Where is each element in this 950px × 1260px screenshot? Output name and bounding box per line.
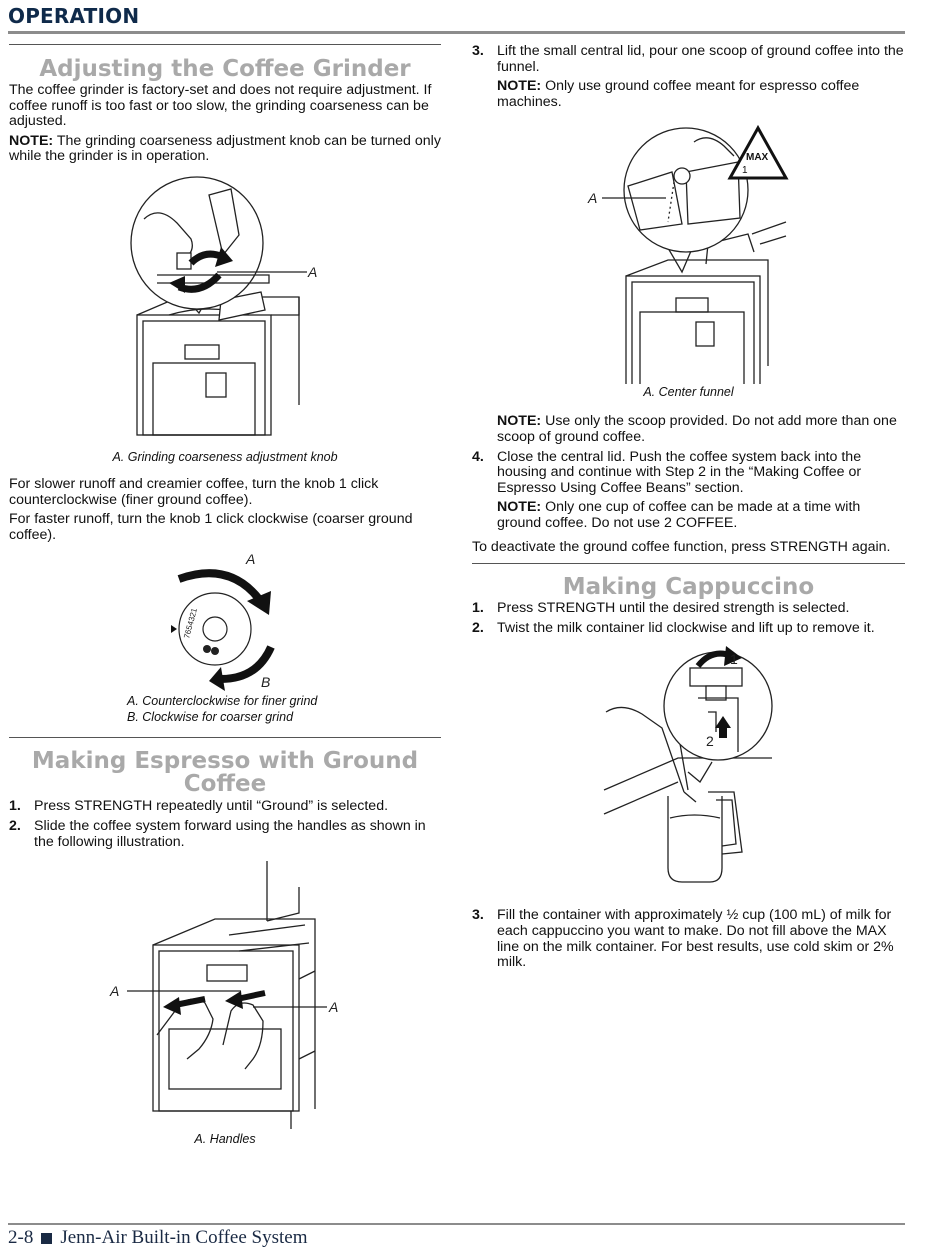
step-number: 3. — [472, 43, 484, 59]
section-divider — [9, 737, 441, 739]
handle-label-right: A — [328, 999, 338, 1015]
espresso-step-2: 2. Slide the coffee system forward using … — [9, 817, 441, 850]
milk-container-illustration: 1 2 — [603, 646, 773, 883]
section-divider — [472, 563, 905, 565]
faster-runoff-text: For faster runoff, turn the knob 1 click… — [9, 511, 413, 543]
step-text: Slide the coffee system forward using th… — [34, 817, 426, 850]
note-label: NOTE: — [497, 413, 542, 430]
step-text: Fill the container with approximately ½ … — [497, 907, 894, 971]
footer-divider — [8, 1223, 905, 1225]
step-number: 2. — [9, 817, 21, 834]
dial-label-a: A — [245, 551, 255, 567]
grinder-note: NOTE: The grinding coarseness adjustment… — [9, 132, 441, 165]
ground-step-4: 4. Close the central lid. Push the coffee… — [472, 448, 905, 497]
cappuccino-step-3: 3. Fill the container with approximately … — [472, 908, 905, 970]
step-text: Lift the small central lid, pour one sco… — [497, 43, 904, 75]
page-footer: 2-8 Jenn-Air Built-in Coffee System — [8, 1227, 307, 1249]
left-column: Adjusting the Coffee Grinder The coffee … — [9, 44, 441, 1147]
note-text: Use only the scoop provided. Do not add … — [497, 413, 897, 445]
handles-illustration: A A — [109, 861, 338, 1130]
page-section-title: OPERATION — [8, 4, 140, 28]
note-label: NOTE: — [497, 499, 542, 516]
twist-step-label: 1 — [730, 651, 738, 667]
max-label: MAX — [746, 152, 769, 163]
cappuccino-step-1: 1. Press STRENGTH until the desired stren… — [472, 600, 905, 617]
section-divider — [9, 44, 441, 45]
note-label: NOTE: — [9, 132, 54, 149]
handle-label-left: A — [109, 983, 119, 999]
step-number: 3. — [472, 907, 484, 924]
dial-caption-a: A. Counterclockwise for finer grind — [127, 694, 318, 709]
espresso-section-title: Making Espresso with Ground Coffee — [31, 748, 419, 798]
one-cup-note: NOTE: Only one cup of coffee can be made… — [472, 500, 905, 531]
footer-square-icon — [41, 1232, 53, 1244]
ground-step-3: 3. Lift the small central lid, pour one s… — [472, 43, 905, 75]
step-number: 1. — [9, 798, 21, 815]
scoop-note: NOTE: Use only the scoop provided. Do no… — [472, 414, 905, 445]
step-text: Close the central lid. Push the coffee s… — [497, 448, 862, 496]
funnel-figure-caption: A. Center funnel — [643, 385, 734, 400]
header-divider — [8, 31, 905, 34]
grinder-figure-caption: A. Grinding coarseness adjustment knob — [112, 449, 338, 464]
cappuccino-step-2: 2. Twist the milk container lid clockwise… — [472, 619, 905, 637]
center-funnel-illustration: MAX 1 A — [587, 125, 789, 385]
espresso-step-1: 1. Press STRENGTH repeatedly until “Groun… — [9, 799, 441, 815]
grind-dial-illustration: 7654321 A B — [171, 551, 275, 692]
note-text: Only use ground coffee meant for espress… — [497, 78, 860, 110]
deactivate-text: To deactivate the ground coffee function… — [472, 538, 891, 555]
right-column: 3. Lift the small central lid, pour one s… — [472, 43, 905, 971]
step-text: Press STRENGTH until the desired strengt… — [497, 600, 850, 617]
step-number: 4. — [472, 448, 484, 465]
note-text: The grinding coarseness adjustment knob … — [9, 132, 441, 165]
cappuccino-section-title: Making Cappuccino — [562, 574, 815, 601]
grinder-intro-text: The coffee grinder is factory-set and do… — [9, 82, 432, 130]
funnel-callout-label: A — [587, 190, 597, 206]
slower-runoff-text: For slower runoff and creamier coffee, t… — [9, 475, 379, 508]
grinder-section-title: Adjusting the Coffee Grinder — [39, 56, 411, 82]
step-number: 1. — [472, 600, 484, 617]
figure-callout-label: A — [307, 264, 317, 280]
step-number: 2. — [472, 619, 484, 636]
funnel-note: NOTE: Only use ground coffee meant for e… — [472, 78, 905, 110]
note-text: Only one cup of coffee can be made at a … — [497, 499, 861, 531]
footer-title: Jenn-Air Built-in Coffee System — [60, 1227, 308, 1248]
dial-caption-b: B. Clockwise for coarser grind — [127, 710, 294, 725]
lift-step-label: 2 — [706, 733, 714, 749]
dial-label-b: B — [261, 674, 270, 690]
step-text: Twist the milk container lid clockwise a… — [497, 619, 875, 636]
page-number: 2-8 — [8, 1227, 34, 1248]
handles-figure-caption: A. Handles — [194, 1132, 256, 1147]
scoop-count-label: 1 — [742, 165, 748, 176]
step-text: Press STRENGTH repeatedly until “Ground”… — [34, 798, 389, 815]
grinder-knob-illustration: A — [130, 176, 317, 436]
note-label: NOTE: — [497, 78, 542, 95]
